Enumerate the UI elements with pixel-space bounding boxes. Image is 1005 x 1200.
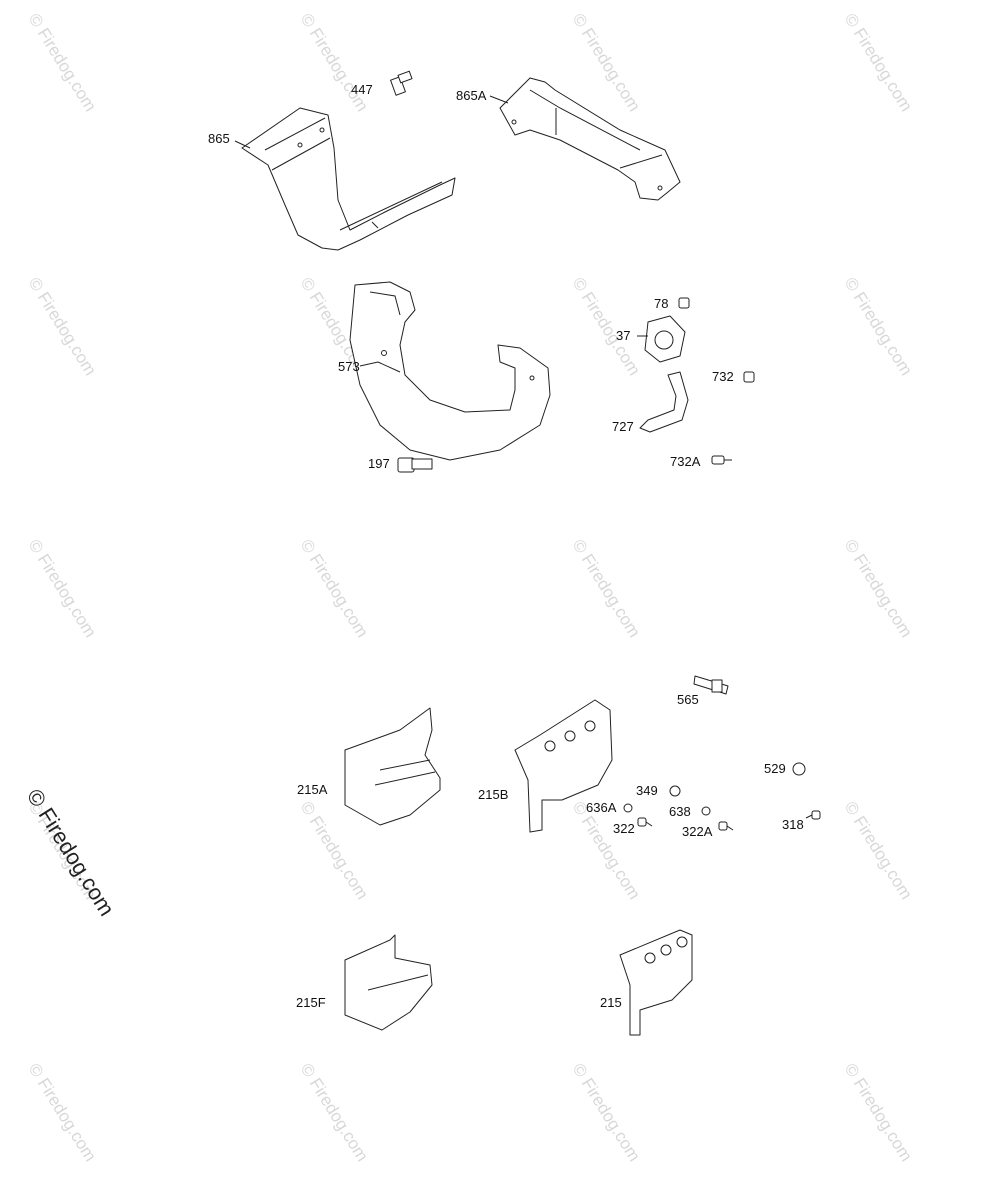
- label-727: 727: [612, 419, 634, 434]
- watermark-r4-c0: © Firedog.com: [25, 1060, 100, 1165]
- gasket-37[interactable]: [644, 315, 686, 363]
- watermark-r1-c2: © Firedog.com: [569, 274, 644, 379]
- label-638: 638: [669, 804, 691, 819]
- side-watermark: © Firedog.com: [22, 784, 120, 920]
- label-636A: 636A: [586, 800, 617, 815]
- label-78: 78: [654, 296, 668, 311]
- label-215A: 215A: [297, 782, 328, 797]
- bracket-727[interactable]: [639, 371, 689, 433]
- watermark-r1-c3: © Firedog.com: [841, 274, 916, 379]
- watermark-r1-c0: © Firedog.com: [25, 274, 100, 379]
- washer-636A[interactable]: [623, 803, 633, 813]
- watermark-r3-c3: © Firedog.com: [841, 798, 916, 903]
- shroud-215[interactable]: [619, 929, 693, 1036]
- watermark-r0-c3: © Firedog.com: [841, 10, 916, 115]
- stud-565[interactable]: [693, 675, 729, 695]
- nut-529[interactable]: [792, 762, 806, 776]
- watermark-layer: © Firedog.com © Firedog.com © Firedog.com ©…: [25, 10, 916, 1165]
- screw-78[interactable]: [678, 297, 690, 309]
- label-732: 732: [712, 369, 734, 384]
- screw-732A[interactable]: [711, 455, 732, 465]
- label-732A: 732A: [670, 454, 701, 469]
- screw-322[interactable]: [637, 817, 653, 827]
- bracket-865A[interactable]: [499, 77, 681, 201]
- label-37: 37: [616, 328, 630, 343]
- watermark-r2-c2: © Firedog.com: [569, 536, 644, 641]
- shroud-865[interactable]: [241, 107, 456, 251]
- watermark-r4-c3: © Firedog.com: [841, 1060, 916, 1165]
- label-215F: 215F: [296, 995, 326, 1010]
- shroud-215F[interactable]: [344, 934, 433, 1031]
- blower-housing-573[interactable]: [349, 281, 551, 461]
- watermark-r2-c0: © Firedog.com: [25, 536, 100, 641]
- label-529: 529: [764, 761, 786, 776]
- shroud-215B[interactable]: [514, 699, 613, 833]
- screw-732[interactable]: [743, 371, 755, 383]
- label-865A: 865A: [456, 88, 487, 103]
- bolt-447[interactable]: [390, 70, 413, 96]
- label-349: 349: [636, 783, 658, 798]
- label-322A: 322A: [682, 824, 713, 839]
- watermark-r2-c3: © Firedog.com: [841, 536, 916, 641]
- watermark-r2-c1: © Firedog.com: [297, 536, 372, 641]
- nut-349[interactable]: [669, 785, 681, 797]
- screw-322A[interactable]: [718, 821, 734, 831]
- label-215: 215: [600, 995, 622, 1010]
- screw-318[interactable]: [805, 810, 821, 820]
- label-197: 197: [368, 456, 390, 471]
- label-318: 318: [782, 817, 804, 832]
- bolt-197[interactable]: [397, 457, 433, 473]
- label-573: 573: [338, 359, 360, 374]
- watermark-r0-c0: © Firedog.com: [25, 10, 100, 115]
- washer-638[interactable]: [701, 806, 711, 816]
- watermark-r0-c1: © Firedog.com: [297, 10, 372, 115]
- watermark-r0-c2: © Firedog.com: [569, 10, 644, 115]
- watermark-r4-c1: © Firedog.com: [297, 1060, 372, 1165]
- label-322: 322: [613, 821, 635, 836]
- shroud-215A[interactable]: [344, 707, 441, 826]
- label-215B: 215B: [478, 787, 508, 802]
- label-865: 865: [208, 131, 230, 146]
- label-565: 565: [677, 692, 699, 707]
- label-447: 447: [351, 82, 373, 97]
- watermark-r4-c2: © Firedog.com: [569, 1060, 644, 1165]
